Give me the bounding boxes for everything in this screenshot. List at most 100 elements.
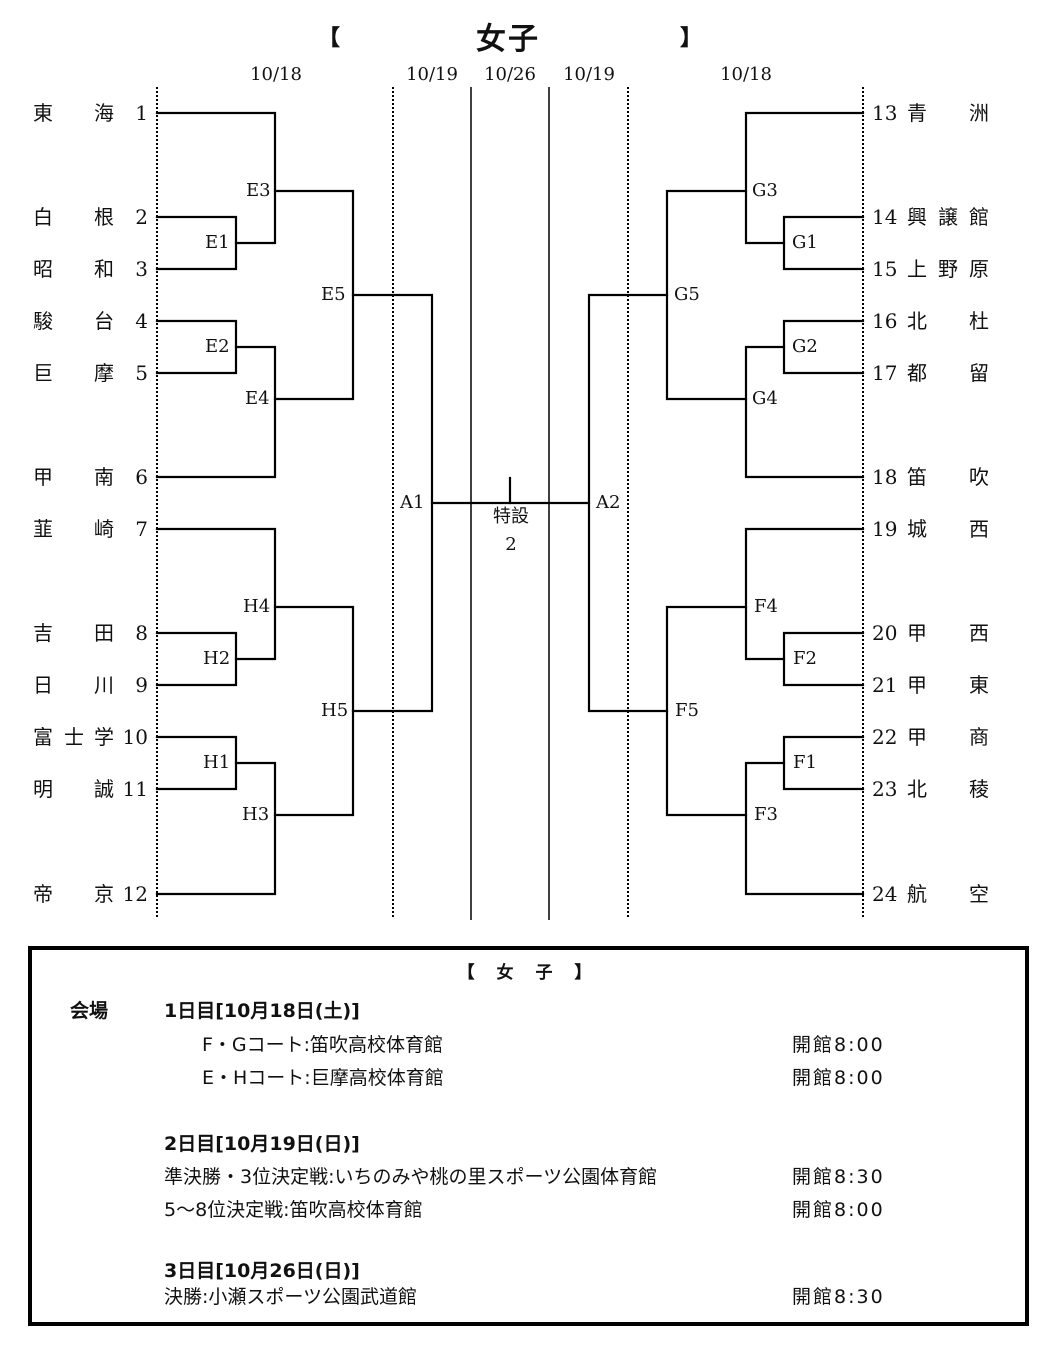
match-label-a2: A2 — [596, 492, 621, 513]
team-name-char: 譲 — [938, 205, 958, 229]
team-seed: 14 — [872, 205, 898, 229]
team-name-char: 和 — [94, 257, 114, 281]
day3-heading: 3日目[10月26日(日)] — [164, 1260, 360, 1282]
team-name-char: 留 — [969, 361, 989, 385]
team-name-char: 摩 — [94, 361, 114, 385]
team-seed: 19 — [872, 517, 898, 541]
team-name-char: 日 — [33, 673, 53, 697]
day1-open-time: 開館8:00 — [792, 1067, 885, 1089]
date-right-semifinal: 10/19 — [563, 64, 615, 85]
bracket-line-f4 — [744, 527, 865, 661]
match-label-f5: F5 — [675, 700, 699, 721]
team-seed: 18 — [872, 465, 898, 489]
team-name-char: 甲 — [33, 465, 53, 489]
team-seed: 15 — [872, 257, 898, 281]
team-seed: 23 — [872, 777, 898, 801]
team-name-char: 青 — [907, 101, 927, 125]
date-left-round1: 10/18 — [250, 64, 302, 85]
match-label-f4: F4 — [754, 596, 778, 617]
match-label-f2: F2 — [793, 648, 817, 669]
day3-open-time: 開館8:30 — [792, 1286, 885, 1308]
match-label-g1: G1 — [792, 232, 818, 253]
match-label-e5: E5 — [321, 284, 346, 305]
bracket-line-g3 — [744, 111, 865, 245]
team-name-char: 駿 — [33, 309, 53, 333]
match-label-h5: H5 — [321, 700, 349, 721]
team-name-char: 北 — [907, 309, 927, 333]
team-name-char: 明 — [33, 777, 53, 801]
match-label-h2: H2 — [203, 648, 231, 669]
team-seed: 6 — [135, 465, 148, 489]
day1-open-time: 開館8:00 — [792, 1034, 885, 1056]
venue-label: 会場 — [70, 1000, 109, 1022]
team-name-char: 台 — [94, 309, 114, 333]
match-label-e4: E4 — [245, 388, 270, 409]
team-seed: 13 — [872, 101, 898, 125]
day1-heading: 1日目[10月18日(土)] — [164, 1000, 360, 1022]
team-name-char: 東 — [969, 673, 989, 697]
page-title-row: 【 女子 】 — [0, 14, 1059, 57]
day1-row: F・Gコート:笛吹高校体育館 — [202, 1034, 444, 1056]
title-bracket-close: 】 — [680, 26, 703, 51]
match-label-g4: G4 — [752, 388, 778, 409]
team-name-char: 北 — [907, 777, 927, 801]
match-label-h4: H4 — [243, 596, 271, 617]
team-name-char: 富 — [33, 725, 53, 749]
team-name-char: 京 — [94, 882, 114, 906]
day2-heading: 2日目[10月19日(日)] — [164, 1133, 360, 1155]
team-name-char: 稜 — [969, 777, 989, 801]
day2-row: 準決勝・3位決定戦:いちのみや桃の里スポーツ公園体育館 — [164, 1166, 658, 1188]
team-name-char: 西 — [969, 621, 989, 645]
day3-row: 決勝:小瀬スポーツ公園武道館 — [164, 1286, 418, 1308]
team-name-char: 海 — [94, 101, 114, 125]
match-label-h3: H3 — [242, 804, 270, 825]
team-name-char: 士 — [64, 725, 84, 749]
match-label-g3: G3 — [752, 180, 778, 201]
team-name-char: 商 — [969, 725, 989, 749]
bracket-line-e4 — [155, 345, 277, 479]
team-seed: 17 — [872, 361, 898, 385]
team-name-char: 興 — [907, 205, 927, 229]
team-seed: 9 — [135, 673, 148, 697]
day2-open-time: 開館8:30 — [792, 1166, 885, 1188]
match-label-a1: A1 — [400, 492, 425, 513]
team-name-char: 昭 — [33, 257, 53, 281]
team-name-char: 川 — [94, 673, 114, 697]
team-name-char: 巨 — [33, 361, 53, 385]
bracket-line-e3 — [155, 111, 277, 245]
team-entry: 23 北 稜 — [870, 777, 1000, 801]
team-seed: 21 — [872, 673, 898, 697]
team-seed: 11 — [122, 777, 148, 801]
match-label-f3: F3 — [754, 804, 778, 825]
team-name-char: 崎 — [94, 517, 114, 541]
day2-open-time: 開館8:00 — [792, 1199, 885, 1221]
team-name-char: 原 — [969, 257, 989, 281]
team-name-char: 学 — [94, 725, 114, 749]
team-seed: 20 — [872, 621, 898, 645]
team-name-char: 洲 — [969, 101, 989, 125]
team-name-char: 吹 — [969, 465, 989, 489]
bracket-line-f3 — [744, 761, 865, 896]
team-entry: 13 青 洲 — [870, 101, 1000, 125]
match-label-e1: E1 — [205, 232, 230, 253]
info-title: 【 女 子 】 — [457, 963, 600, 983]
team-seed: 1 — [135, 101, 148, 125]
match-label-g2: G2 — [792, 336, 818, 357]
day2-row: 5～8位決定戦:笛吹高校体育館 — [164, 1199, 423, 1221]
date-final: 10/26 — [484, 64, 536, 85]
team-seed: 8 — [135, 621, 148, 645]
team-seed: 3 — [135, 257, 148, 281]
